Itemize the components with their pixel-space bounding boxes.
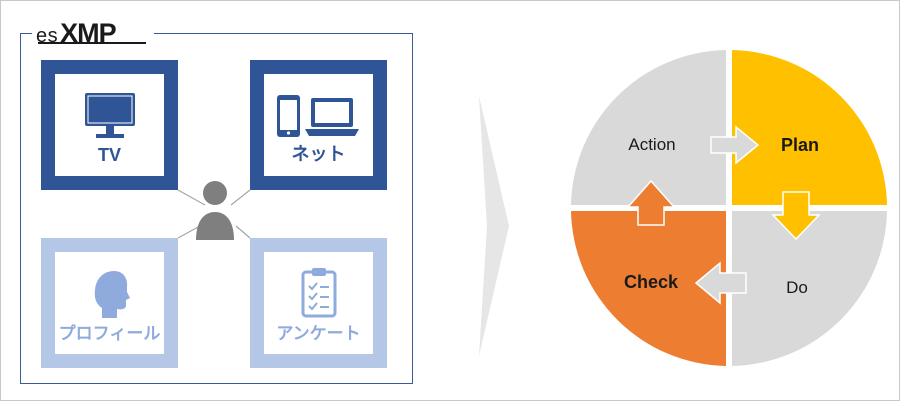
tile-net: ネット <box>250 60 387 190</box>
connector-profile <box>177 225 201 239</box>
quadrant-check <box>571 211 726 366</box>
arrow-action-to-plan <box>710 125 760 165</box>
devices-icon <box>276 95 359 137</box>
tile-tv: TV <box>41 60 178 190</box>
cycle-label-plan: Plan <box>780 135 819 155</box>
tile-net-inner: ネット <box>264 74 373 176</box>
logo-underline <box>38 42 146 44</box>
quadrant-action <box>571 50 726 205</box>
arrow-plan-to-do <box>771 191 821 241</box>
tv-icon <box>84 93 135 138</box>
pdca-cycle <box>571 50 887 366</box>
logo-prefix: es <box>36 25 59 47</box>
tile-profile-label: プロフィール <box>58 324 161 343</box>
tile-tv-label: TV <box>97 145 121 165</box>
tile-tv-inner: TV <box>55 74 164 176</box>
tile-profile: プロフィール <box>41 238 178 368</box>
cycle-label-check: Check <box>623 272 679 292</box>
tile-survey: アンケート <box>250 238 387 368</box>
cycle-label-do: Do <box>786 278 808 297</box>
chevron-right-icon <box>479 96 509 356</box>
quadrant-plan <box>732 50 887 205</box>
esxmp-panel-frame <box>20 33 413 384</box>
quadrant-do <box>732 211 887 366</box>
arrow-check-to-action <box>626 179 676 226</box>
arrow-do-to-check <box>694 261 747 305</box>
tile-survey-label: アンケート <box>276 324 361 343</box>
head-profile-icon <box>94 271 130 318</box>
connector-net <box>230 189 251 206</box>
cycle-label-action: Action <box>628 135 676 154</box>
esxmp-logo: es XMP <box>32 14 154 47</box>
connector-survey <box>235 225 251 239</box>
tile-survey-inner: アンケート <box>264 252 373 354</box>
connector-tv <box>177 189 206 206</box>
tile-profile-inner: プロフィール <box>55 252 164 354</box>
tile-net-label: ネット <box>291 144 346 164</box>
person-icon <box>196 181 234 240</box>
clipboard-checklist-icon <box>301 268 336 318</box>
